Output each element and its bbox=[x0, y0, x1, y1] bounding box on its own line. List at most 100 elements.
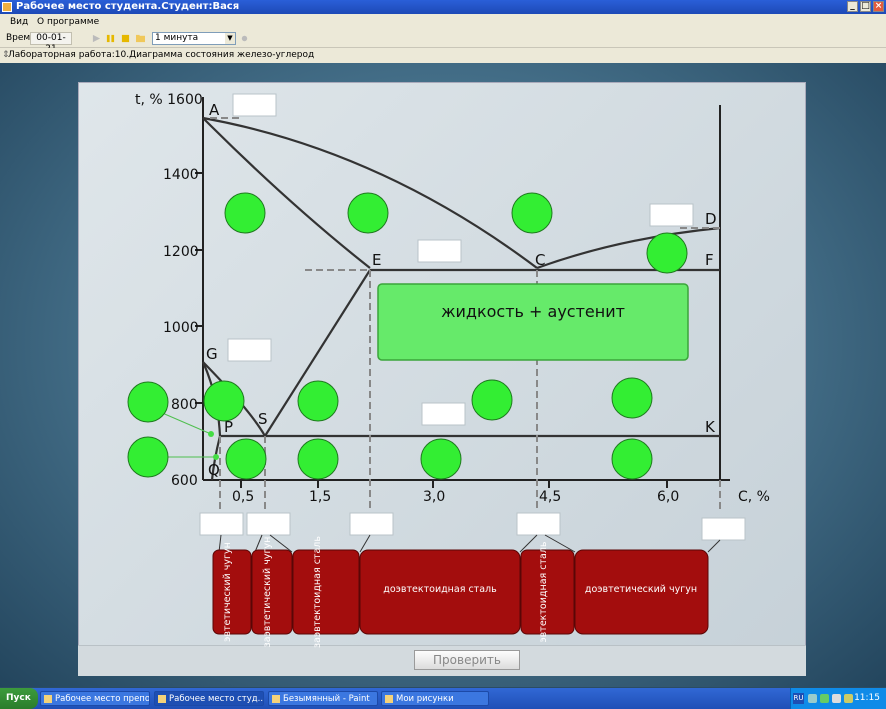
x-tick-label: 4,5 bbox=[539, 489, 561, 505]
drag-circle[interactable] bbox=[127, 381, 169, 423]
start-label: Пуск bbox=[6, 693, 31, 703]
paint-icon bbox=[272, 695, 280, 703]
interval-select[interactable]: 1 минута ▼ bbox=[152, 32, 236, 45]
point-label-e: E bbox=[372, 251, 381, 269]
taskbar-item[interactable]: Рабочее место препода... bbox=[40, 691, 150, 706]
language-indicator[interactable]: RU bbox=[793, 693, 804, 704]
drag-circle[interactable] bbox=[611, 377, 653, 419]
region-eutectoid-steel[interactable] bbox=[520, 549, 575, 635]
app-icon bbox=[158, 695, 166, 703]
region-connector bbox=[544, 534, 576, 553]
y-tick-label: 1400 bbox=[163, 167, 199, 183]
point-label-q: Q bbox=[208, 461, 220, 479]
app-icon bbox=[44, 695, 52, 703]
gear-icon[interactable] bbox=[240, 34, 249, 43]
play-icon[interactable] bbox=[92, 34, 101, 43]
point-label-a: A bbox=[209, 101, 220, 119]
point-label-g: G bbox=[206, 345, 218, 363]
x-tick-label: 3,0 bbox=[423, 489, 445, 505]
y-tick-label: 1000 bbox=[163, 320, 199, 336]
folder-icon[interactable] bbox=[136, 34, 145, 43]
chevron-down-icon[interactable]: ▼ bbox=[225, 33, 235, 44]
answer-box-g[interactable] bbox=[227, 338, 272, 362]
answer-box-d[interactable] bbox=[649, 203, 694, 227]
y-tick-label: 1200 bbox=[163, 244, 199, 260]
answer-box-x4[interactable] bbox=[516, 512, 561, 536]
liquidus-line-ac bbox=[202, 116, 538, 269]
menu-item-about[interactable]: О программе bbox=[37, 17, 100, 27]
y-axis-label: t, % 1600 bbox=[135, 92, 203, 108]
region-connector bbox=[269, 534, 293, 553]
point-label-p: P bbox=[224, 418, 233, 436]
region-eutectic-cast-iron[interactable] bbox=[212, 549, 252, 635]
check-button[interactable]: Проверить bbox=[414, 650, 520, 670]
point-label-c: C bbox=[535, 251, 545, 269]
maximize-icon[interactable]: □ bbox=[860, 1, 871, 12]
clock: 11:15 bbox=[854, 693, 880, 703]
tray-app-icon[interactable] bbox=[820, 694, 829, 703]
taskbar-item-label: Рабочее место студ... bbox=[169, 694, 264, 704]
region-label: заэвтетический чугун bbox=[262, 537, 273, 648]
start-button[interactable]: Пуск bbox=[0, 688, 38, 709]
drag-circle[interactable] bbox=[297, 438, 339, 480]
region-label: доэвтетический чугун bbox=[585, 584, 697, 595]
region-hypoeutectic-cast-iron[interactable] bbox=[574, 549, 709, 635]
drag-circle[interactable] bbox=[347, 192, 389, 234]
drag-circle[interactable] bbox=[127, 436, 169, 478]
answer-box-sk[interactable] bbox=[421, 402, 466, 426]
answer-box-a[interactable] bbox=[232, 93, 277, 117]
anchor-dot bbox=[208, 431, 214, 437]
region-hypereutectic-cast-iron[interactable] bbox=[251, 549, 293, 635]
menu-item-view[interactable]: Вид bbox=[10, 17, 29, 27]
folder-icon bbox=[385, 695, 393, 703]
answer-box-x2[interactable] bbox=[246, 512, 291, 536]
region-label: эвтектоидная сталь bbox=[538, 541, 549, 642]
anchor-dot bbox=[213, 454, 219, 460]
minimize-icon[interactable]: _ bbox=[847, 1, 858, 12]
line-es bbox=[264, 269, 371, 437]
region-hypereutectoid-steel[interactable] bbox=[292, 549, 360, 635]
tray-app-icon[interactable] bbox=[844, 694, 853, 703]
taskbar: Пуск Рабочее место препода... Рабочее ме… bbox=[0, 688, 886, 709]
drag-circle[interactable] bbox=[611, 438, 653, 480]
pause-icon[interactable] bbox=[106, 34, 115, 43]
volume-icon[interactable] bbox=[832, 694, 841, 703]
region-connector bbox=[218, 534, 222, 553]
phase-card[interactable] bbox=[377, 283, 689, 361]
network-icon[interactable] bbox=[808, 694, 817, 703]
drag-circle[interactable] bbox=[420, 438, 462, 480]
taskbar-item-active[interactable]: Рабочее место студ... bbox=[154, 691, 264, 706]
stop-icon[interactable] bbox=[121, 34, 130, 43]
drag-circle[interactable] bbox=[203, 380, 245, 422]
drag-circle[interactable] bbox=[646, 232, 688, 274]
solidus-line-ae bbox=[202, 117, 371, 269]
region-label: эвтетический чугун bbox=[222, 542, 233, 642]
drag-circle[interactable] bbox=[225, 438, 267, 480]
answer-box-x1[interactable] bbox=[199, 512, 244, 536]
answer-box-c[interactable] bbox=[417, 239, 462, 263]
taskbar-item[interactable]: Мои рисунки bbox=[381, 691, 489, 706]
drag-circle[interactable] bbox=[224, 192, 266, 234]
region-connector bbox=[254, 534, 263, 553]
taskbar-item-label: Рабочее место препода... bbox=[55, 694, 150, 704]
taskbar-item[interactable]: Безымянный - Paint bbox=[268, 691, 378, 706]
region-connector bbox=[359, 534, 371, 553]
taskbar-item-label: Мои рисунки bbox=[396, 694, 454, 704]
region-hypoeutectoid-steel[interactable] bbox=[359, 549, 521, 635]
phase-card-label: жидкость + аустенит bbox=[441, 302, 625, 321]
menu-bar: Вид О программе bbox=[0, 14, 886, 30]
window-titlebar: Рабочее место студента.Студент:Вася _ □ … bbox=[0, 0, 886, 14]
drag-circle[interactable] bbox=[511, 192, 553, 234]
drag-circle[interactable] bbox=[297, 380, 339, 422]
point-label-f: F bbox=[705, 251, 714, 269]
y-tick-label: 600 bbox=[171, 473, 198, 489]
close-icon[interactable]: × bbox=[873, 1, 884, 12]
answer-box-x3[interactable] bbox=[349, 512, 394, 536]
time-label: Время bbox=[6, 33, 36, 43]
answer-box-x5[interactable] bbox=[701, 517, 746, 541]
drag-circle[interactable] bbox=[471, 379, 513, 421]
interval-value: 1 минута bbox=[155, 33, 199, 43]
liquidus-line-cd bbox=[536, 226, 721, 270]
region-connector bbox=[519, 534, 538, 553]
